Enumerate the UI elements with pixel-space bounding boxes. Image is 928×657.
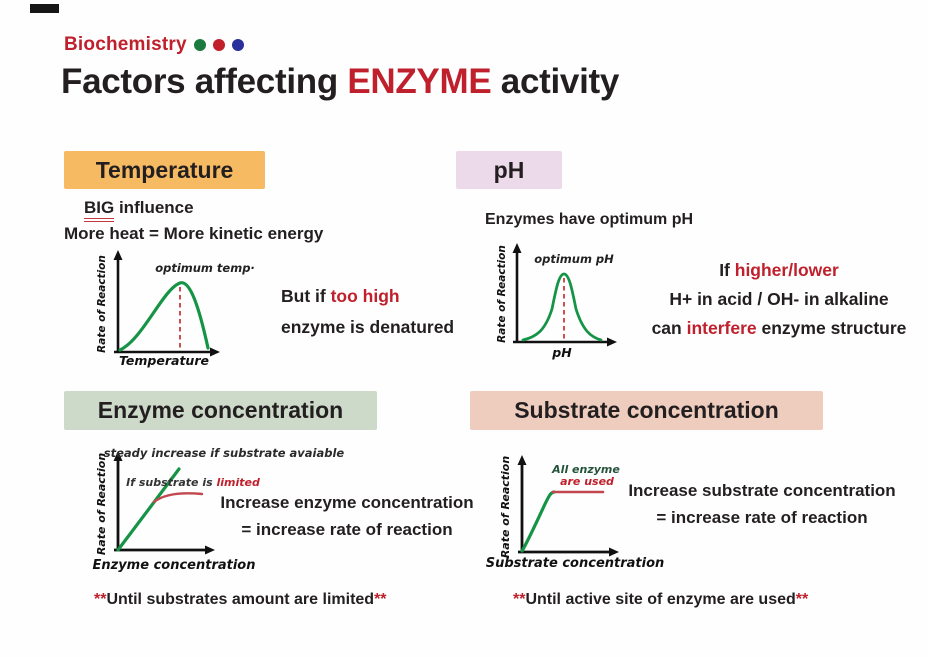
substrate-side-line-1: Increase substrate concentration: [628, 481, 896, 500]
y-axis-label: Rate of Reaction: [496, 245, 508, 343]
all-enzyme-label: All enzyme: [551, 463, 620, 476]
temperature-section-chip: Temperature: [64, 151, 265, 189]
x-axis-label: Temperature: [119, 353, 209, 368]
ph-section-label: pH: [493, 156, 525, 183]
x-axis-label: pH: [551, 345, 572, 360]
temperature-side-l1a: But if: [281, 286, 331, 306]
enzyme-side-line-2: = increase rate of reaction: [241, 520, 453, 539]
limited-label: If substrate is limited: [126, 476, 260, 489]
temperature-side-text: But if too high enzyme is denatured: [281, 281, 454, 343]
y-axis-arrow-icon: [113, 250, 123, 260]
ph-side-line-2: H+ in acid / OH- in alkaline: [669, 289, 889, 309]
ph-note: Enzymes have optimum pH: [485, 211, 694, 228]
y-axis-arrow-icon: [517, 455, 527, 465]
blue-dot-icon: [231, 39, 244, 51]
steady-increase-label: steady increase if substrate avaiable: [104, 446, 345, 460]
optimum-ph-label: optimum pH: [534, 252, 614, 266]
temperature-note-2: More heat = More kinetic energy: [64, 224, 324, 243]
rate-curve: [521, 272, 603, 342]
enzyme-graph: steady increase if substrate avaiable If…: [93, 446, 345, 573]
red-dot-icon: [212, 39, 225, 51]
page-title: Factors affecting ENZYME activity: [61, 62, 619, 102]
big-underlined-word: BIG: [84, 198, 115, 222]
limited-substrate-curve: [152, 492, 204, 504]
x-axis-arrow-icon: [210, 347, 220, 357]
x-axis-label: Substrate concentration: [486, 556, 665, 571]
y-axis-arrow-icon: [512, 243, 522, 253]
substrate-footnote-stars-left: **: [513, 591, 526, 608]
ph-side-l3b: interfere: [686, 318, 757, 338]
steady-increase-line: [116, 467, 181, 552]
substrate-graph: All enzyme are used Substrate concentrat…: [486, 455, 664, 571]
ph-graph: optimum pH pH Rate of Reaction: [496, 243, 617, 360]
substrate-footnote-text: Until active site of enzyme are used: [525, 591, 796, 608]
substrate-section-label: Substrate concentration: [514, 397, 779, 423]
temperature-side-line-1: But if too high: [281, 281, 454, 312]
ph-side-l1b: higher/lower: [734, 260, 839, 280]
substrate-footnote: **Until active site of enzyme are used**: [513, 591, 808, 609]
brand-row: Biochemistry: [64, 34, 244, 56]
limited-label-red: limited: [216, 476, 259, 489]
enzyme-footnote-stars-right: **: [374, 591, 387, 608]
rise-curve: [520, 490, 556, 553]
y-axis-label: Rate of Reaction: [95, 453, 108, 556]
enzyme-section-chip: Enzyme concentration: [64, 391, 377, 430]
corner-mark: [30, 4, 59, 13]
enzyme-footnote: **Until substrates amount are limited**: [94, 591, 387, 609]
ph-side-line-3: can interfere enzyme structure: [636, 314, 922, 343]
enzyme-footnote-text: Until substrates amount are limited: [106, 591, 375, 608]
substrate-side-line-2: = increase rate of reaction: [656, 508, 868, 527]
temperature-note-1-rest: influence: [114, 198, 194, 217]
y-axis-label: Rate of Reaction: [96, 255, 108, 353]
enzyme-side-text: Increase enzyme concentration = increase…: [219, 489, 475, 543]
limited-label-prefix: If substrate is: [126, 476, 216, 489]
optimum-temp-label: optimum temp·: [155, 261, 255, 275]
rate-curve: [118, 281, 210, 352]
temperature-side-l1b: too high: [330, 286, 400, 306]
ph-side-text: If higher/lower H+ in acid / OH- in alka…: [636, 256, 922, 343]
page-title-highlight: ENZYME: [347, 62, 492, 101]
ph-side-l3a: can: [651, 318, 687, 338]
temperature-graph: optimum temp· Temperature Rate of Reacti…: [96, 250, 255, 368]
temperature-note-1: BIG influence: [84, 198, 194, 222]
page-title-prefix: Factors affecting: [61, 62, 348, 101]
x-axis-arrow-icon: [205, 545, 215, 555]
substrate-side-text: Increase substrate concentration = incre…: [613, 477, 911, 531]
x-axis-label: Enzyme concentration: [93, 558, 256, 573]
temperature-side-line-2: enzyme is denatured: [281, 317, 455, 337]
enzyme-side-line-1: Increase enzyme concentration: [220, 493, 474, 512]
y-axis-arrow-icon: [113, 451, 123, 461]
ph-section-chip: pH: [456, 151, 562, 189]
page-title-suffix: activity: [491, 62, 620, 101]
substrate-section-chip: Substrate concentration: [470, 391, 823, 430]
ph-side-l3c: enzyme structure: [756, 318, 907, 338]
are-used-label: are used: [560, 475, 614, 488]
enzyme-section-label: Enzyme concentration: [97, 397, 344, 423]
x-axis-arrow-icon: [607, 337, 617, 347]
brand-label: Biochemistry: [64, 34, 187, 55]
ph-side-line-1: If higher/lower: [636, 256, 922, 285]
enzyme-footnote-stars-left: **: [94, 591, 107, 608]
temperature-section-label: Temperature: [95, 156, 234, 183]
green-dot-icon: [193, 39, 206, 51]
y-axis-label: Rate of Reaction: [499, 456, 512, 559]
x-axis-arrow-icon: [609, 547, 619, 557]
ph-side-l1a: If: [719, 260, 735, 280]
substrate-footnote-stars-right: **: [795, 591, 809, 608]
